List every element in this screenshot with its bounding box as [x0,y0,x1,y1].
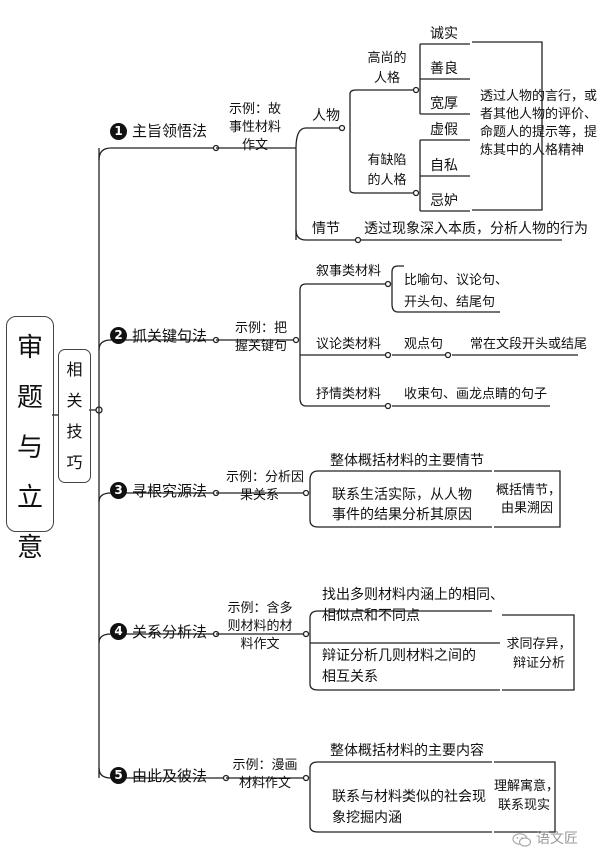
method-5-number: 5 [110,767,127,784]
method-4-name: 关系分析法 [132,623,208,641]
method-1-example-1: 示例：故 [228,102,281,117]
method-4-number: 4 [110,623,127,640]
method-3-note-1: 概括情节， [496,483,562,498]
method-1-person: 人物 [312,108,340,124]
method-1-example-3: 作文 [241,138,268,153]
trait-generous: 宽厚 [430,96,458,112]
noble-label-2: 人格 [373,71,400,86]
main-title: 审题与立意 [16,333,43,563]
method-5-name: 由此及彼法 [132,767,208,785]
method-4-step-2a: 辩证分析几则材料之间的 [322,648,476,664]
method-3-note-2: 由果溯因 [500,501,553,516]
method-4-step-1b: 相似点和不同点 [322,608,420,624]
subtitle-box: 相关技巧 [58,349,91,483]
wechat-icon [512,833,532,847]
narrative-detail-1: 比喻句、议论句、 [404,273,509,288]
lyrical-material: 抒情类材料 [316,387,382,402]
noble-label-1: 高尚的 [367,51,407,66]
method-4-note-1: 求同存异， [506,637,572,652]
method-1-note-1: 透过人物的言行，或 [480,89,598,104]
method-1-note-3: 命题人的提示等，提 [480,125,598,140]
method-4-example-3: 料作文 [240,637,280,652]
method-1-plot-note: 透过现象深入本质，分析人物的行为 [364,221,588,237]
method-4-example-1: 示例：含多 [227,601,293,616]
method-1-note-4: 炼其中的人格精神 [480,143,585,158]
method-1-name: 主旨领悟法 [132,122,208,140]
lyrical-detail: 收束句、画龙点睛的句子 [404,387,548,402]
trait-honest: 诚实 [430,26,458,42]
subtitle: 相关技巧 [66,360,83,472]
trait-selfish: 自私 [430,158,458,174]
method-2-example-1: 示例：把 [234,321,287,336]
method-1-number: 1 [110,123,127,140]
narrative-detail-2: 开头句、结尾句 [404,295,496,310]
trait-false: 虚假 [430,122,458,138]
method-3-step-2b: 事件的结果分析其原因 [332,507,472,523]
method-5-step-2b: 象挖掘内涵 [332,810,402,826]
argumentative-extra: 常在文段开头或结尾 [470,337,588,352]
argumentative-detail: 观点句 [404,337,444,352]
method-3-number: 3 [110,482,127,499]
method-2-number: 2 [110,327,127,344]
method-1-plot: 情节 [312,221,340,237]
watermark-text: 语文匠 [536,831,578,847]
method-5-example-1: 示例：漫画 [232,758,298,773]
method-3-step-2a: 联系生活实际，从人物 [332,487,472,503]
method-5-step-2a: 联系与材料类似的社会现 [332,789,486,805]
trait-jealous: 忌妒 [430,193,458,209]
method-2-example-2: 握关键句 [234,339,287,354]
method-4-step-1a: 找出多则材料内涵上的相同、 [322,587,504,603]
method-4-note-2: 辩证分析 [512,656,565,671]
main-title-box: 审题与立意 [6,316,54,563]
method-3-example-1: 示例：分析因 [226,470,305,485]
method-1-note-2: 者其他人物的评价、 [480,107,598,122]
argumentative-material: 议论类材料 [316,337,382,352]
method-3-name: 寻根究源法 [132,482,208,500]
flawed-label-2: 的人格 [367,173,407,188]
method-5-note-1: 理解寓意， [494,779,560,794]
method-1-example-2: 事性材料 [228,120,281,135]
method-4-example-2: 则材料的材 [227,619,293,634]
method-3-example-2: 果关系 [240,488,280,503]
method-5-example-2: 材料作文 [238,776,291,791]
narrative-material: 叙事类材料 [316,264,382,279]
trait-kind: 善良 [430,61,458,77]
method-2-name: 抓关键句法 [132,327,208,345]
method-5-step-1: 整体概括材料的主要内容 [330,743,484,759]
method-3-step-1: 整体概括材料的主要情节 [330,453,484,469]
method-5-note-2: 联系现实 [497,798,550,813]
flawed-label-1: 有缺陷 [367,153,407,168]
method-4-step-2b: 相互关系 [322,669,378,685]
